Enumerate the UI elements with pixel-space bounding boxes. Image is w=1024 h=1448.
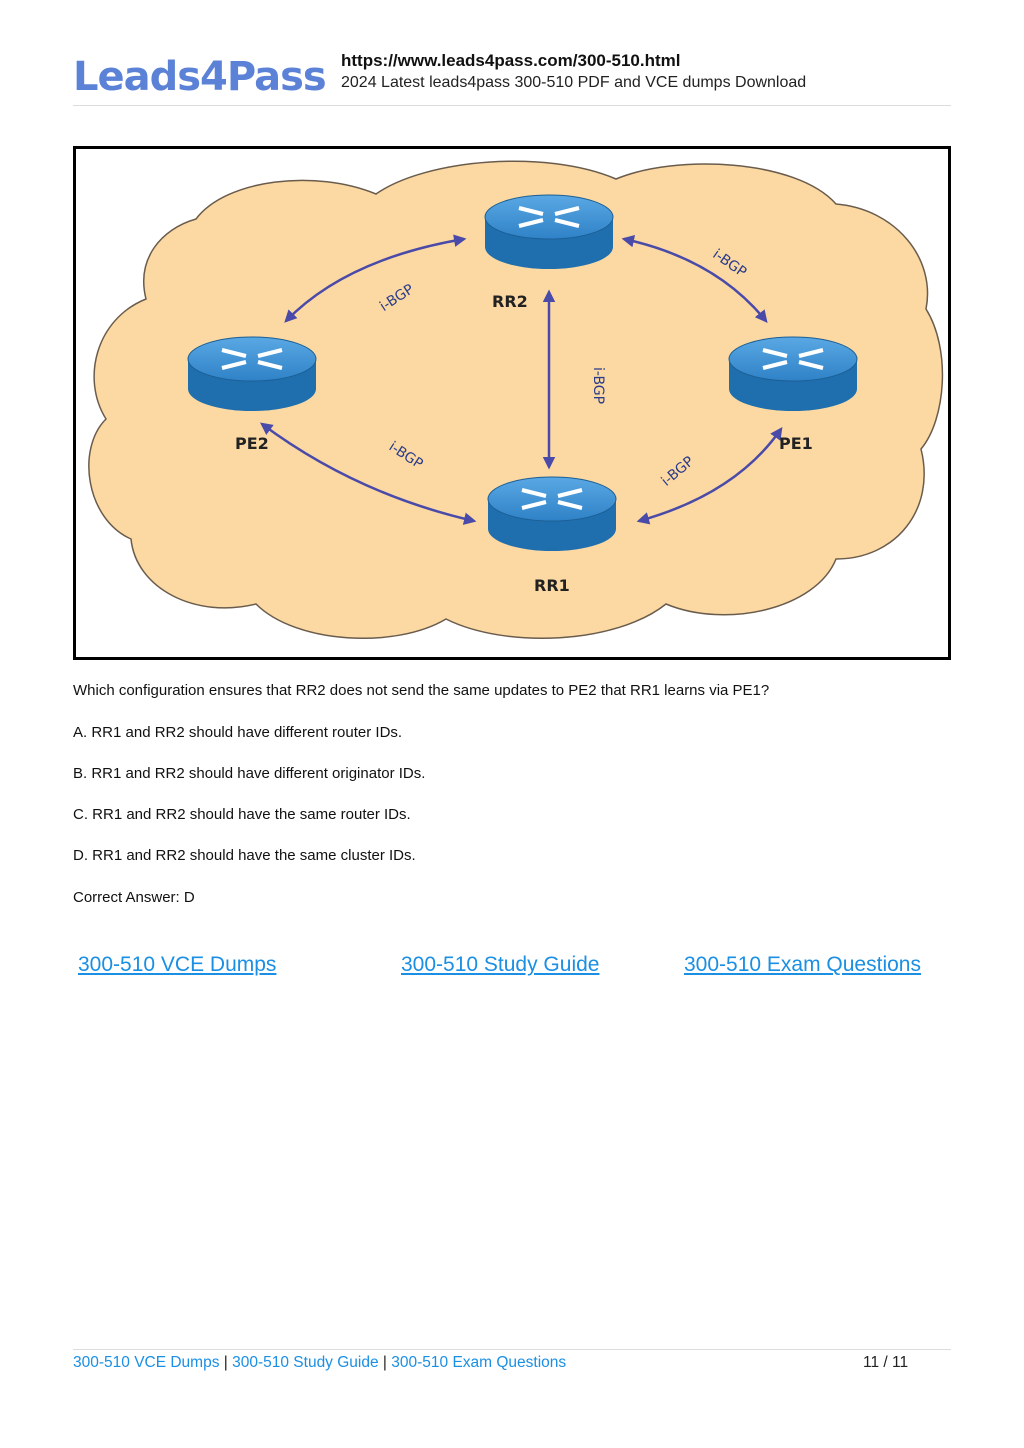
router-rr1	[487, 476, 617, 551]
label-pe2: PE2	[235, 434, 269, 453]
study-guide-link[interactable]: 300-510 Study Guide	[401, 953, 600, 976]
option-d: D. RR1 and RR2 should have the same clus…	[73, 847, 416, 864]
label-rr1: RR1	[534, 576, 570, 595]
link-rr2-pe1	[621, 235, 768, 323]
page-number: 11 / 11	[863, 1354, 909, 1371]
option-a: A. RR1 and RR2 should have different rou…	[73, 724, 403, 741]
footer-separator: |	[378, 1354, 392, 1371]
footer-exam-link[interactable]: 300-510 Exam Questions	[391, 1354, 567, 1371]
footer-links: 300-510 VCE Dumps | 300-510 Study Guide …	[73, 1354, 566, 1372]
exam-questions-link[interactable]: 300-510 Exam Questions	[684, 953, 921, 976]
option-c: C. RR1 and RR2 should have the same rout…	[73, 806, 411, 823]
page-header: Leads4Pass https://www.leads4pass.com/30…	[73, 48, 951, 106]
footer-study-link[interactable]: 300-510 Study Guide	[232, 1354, 379, 1371]
option-b: B. RR1 and RR2 should have different ori…	[73, 765, 426, 782]
link-label-rr2-rr1: i-BGP	[590, 367, 606, 404]
router-rr2	[484, 194, 614, 269]
question-text: Which configuration ensures that RR2 doe…	[73, 682, 770, 699]
header-subtitle: 2024 Latest leads4pass 300-510 PDF and V…	[341, 74, 807, 91]
network-diagram: i-BGP i-BGP i-BGP i-BGP i-BGP RR2 PE2	[73, 146, 951, 660]
router-pe1	[728, 336, 858, 411]
link-rr2-pe2	[284, 234, 467, 323]
label-pe1: PE1	[779, 434, 813, 453]
footer-vce-link[interactable]: 300-510 VCE Dumps	[73, 1354, 220, 1371]
router-pe2	[187, 336, 317, 411]
header-url[interactable]: https://www.leads4pass.com/300-510.html	[341, 51, 681, 70]
leads4pass-logo: Leads4Pass	[73, 54, 327, 100]
page-footer: 300-510 VCE Dumps | 300-510 Study Guide …	[73, 1349, 951, 1371]
link-pe1-rr1	[636, 426, 783, 525]
correct-answer: Correct Answer: D	[73, 889, 195, 906]
label-rr2: RR2	[492, 292, 528, 311]
vce-dumps-link[interactable]: 300-510 VCE Dumps	[78, 953, 277, 976]
link-pe2-rr1	[259, 422, 477, 525]
footer-separator: |	[219, 1354, 233, 1371]
